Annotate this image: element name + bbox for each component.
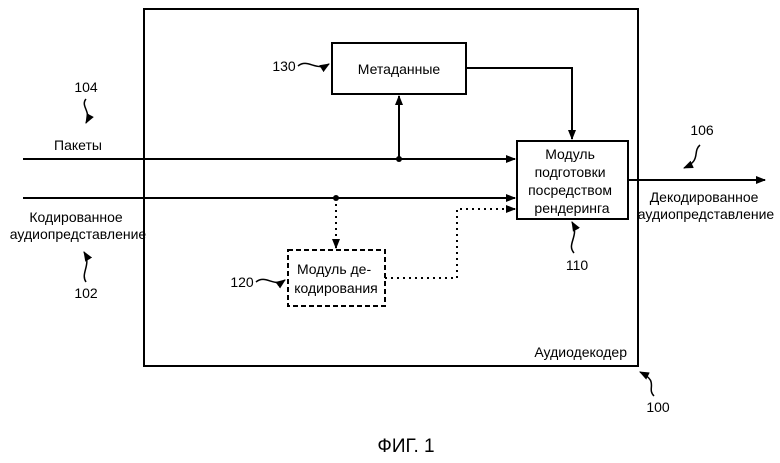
ref-100: 100 (646, 399, 670, 415)
ref-110-leader (571, 222, 574, 253)
audio-decoder-label: Аудиодекодер (534, 344, 627, 360)
packets-label: Пакеты (54, 137, 102, 153)
ref-102-leader (84, 252, 87, 282)
ref-104: 104 (74, 79, 98, 95)
ref-100-leader (640, 372, 654, 396)
ref-120: 120 (230, 274, 254, 290)
ref-130-leader (298, 63, 329, 66)
ref-120-leader (256, 279, 285, 282)
ref-110: 110 (566, 257, 589, 273)
ref-130: 130 (272, 58, 296, 74)
ref-104-leader (84, 99, 87, 123)
encoded-audio-label: Кодированное аудиопредставление (10, 209, 147, 242)
ref-106: 106 (690, 122, 714, 138)
ref-106-leader (684, 145, 700, 168)
metadata-label: Метаданные (358, 61, 441, 77)
metadata-to-renderer-arrow (466, 68, 572, 139)
ref-102: 102 (74, 285, 98, 301)
decoded-audio-label: Декодированное аудиопредставление (638, 189, 775, 222)
figure-caption: ФИГ. 1 (377, 436, 434, 457)
core-decoder-to-renderer-arrow (385, 209, 515, 278)
core-decoder-box (288, 250, 385, 306)
